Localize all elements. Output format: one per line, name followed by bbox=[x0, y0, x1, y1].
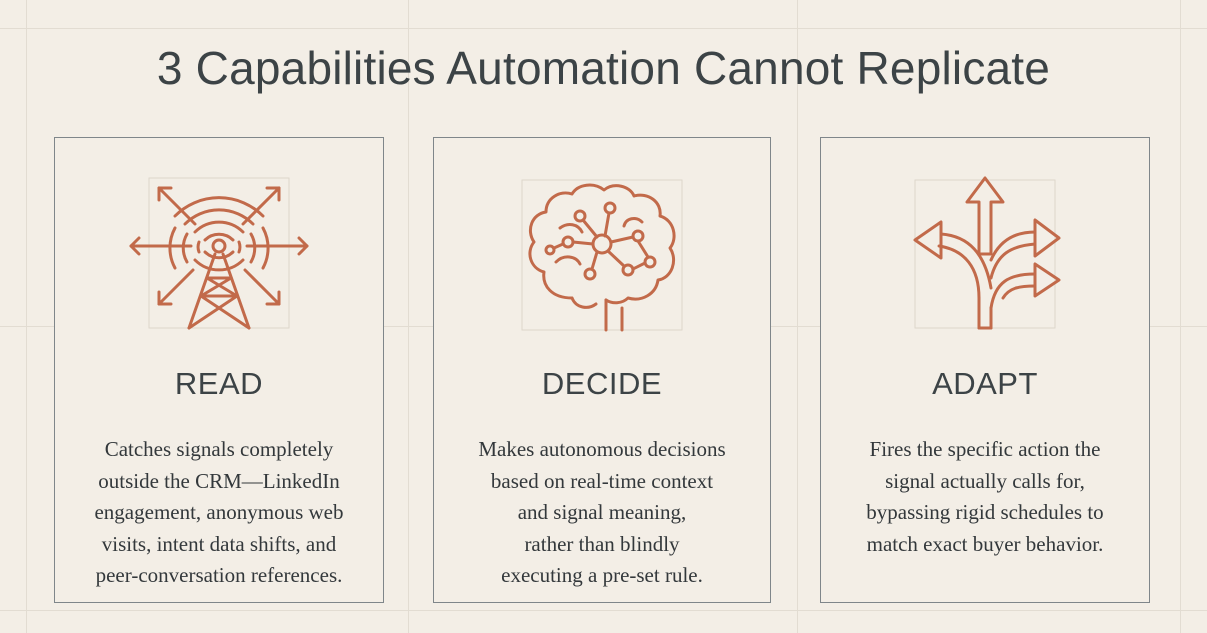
description-line: Makes autonomous decisions bbox=[478, 437, 726, 461]
description-line: based on real-time context bbox=[490, 468, 714, 493]
description-line: executing a pre-set rule. bbox=[501, 563, 703, 587]
grid-line bbox=[408, 0, 409, 633]
description-line: and signal meaning, bbox=[517, 500, 687, 524]
page-title: 3 Capabilities Automation Cannot Replica… bbox=[156, 42, 1051, 94]
grid-line bbox=[0, 28, 1207, 29]
grid-line bbox=[797, 0, 798, 633]
branching-arrows-icon bbox=[885, 158, 1085, 358]
card-description: Makes autonomous decisions based on real… bbox=[450, 434, 754, 592]
card-heading: ADAPT bbox=[932, 366, 1038, 401]
description-line: engagement, anonymous web bbox=[94, 500, 344, 524]
brain-network-icon bbox=[502, 158, 702, 358]
grid-line bbox=[26, 0, 27, 633]
description-line: match exact buyer behavior. bbox=[866, 531, 1104, 556]
card-decide: DECIDE Makes autonomous decisions based … bbox=[433, 137, 771, 603]
card-description: Catches signals completely outside the C… bbox=[71, 434, 367, 592]
description-line: signal actually calls for, bbox=[885, 468, 1085, 493]
grid-line bbox=[1180, 0, 1181, 633]
card-heading: DECIDE bbox=[541, 366, 663, 401]
card-read: READ Catches signals completely outside … bbox=[54, 137, 384, 603]
description-line: visits, intent data shifts, and bbox=[101, 531, 337, 556]
description-line: Catches signals completely bbox=[104, 437, 334, 461]
description-line: Fires the specific action the bbox=[869, 437, 1101, 461]
card-description: Fires the specific action the signal act… bbox=[837, 434, 1133, 560]
card-heading: READ bbox=[174, 366, 264, 401]
description-line: peer-conversation references. bbox=[95, 563, 343, 587]
grid-line bbox=[0, 610, 1207, 611]
description-line: rather than blindly bbox=[524, 531, 680, 556]
signal-tower-icon bbox=[119, 158, 319, 358]
description-line: bypassing rigid schedules to bbox=[866, 500, 1104, 524]
description-line: outside the CRM—LinkedIn bbox=[98, 468, 340, 493]
card-adapt: ADAPT Fires the specific action the sign… bbox=[820, 137, 1150, 603]
